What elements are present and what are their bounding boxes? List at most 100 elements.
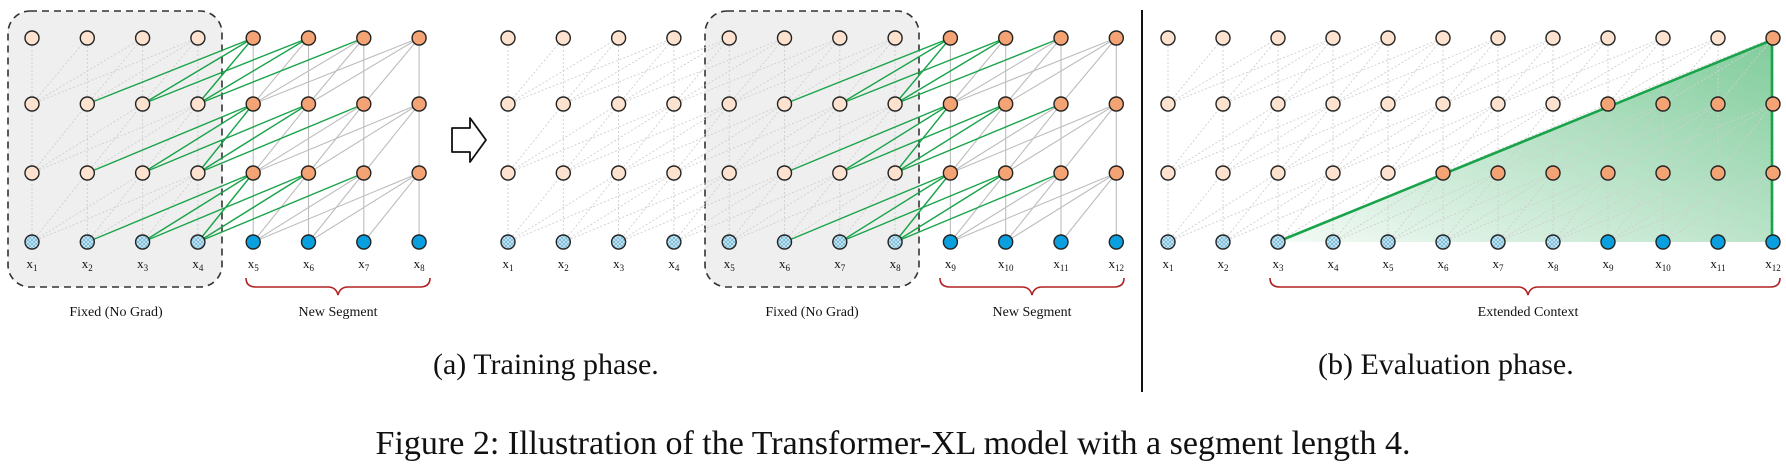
hidden-node [1108, 96, 1125, 112]
hidden-node [721, 165, 737, 181]
hidden-node [1765, 96, 1781, 112]
grey-edge [618, 172, 730, 243]
grey-edge [31, 172, 88, 243]
token-label: x4 [668, 256, 680, 273]
hidden-node [300, 165, 317, 181]
grey-edge [507, 172, 675, 243]
grey-edge [1497, 172, 1664, 243]
grey-edge [1442, 103, 1554, 174]
grey-edge [1167, 172, 1224, 243]
grey-edge [673, 172, 840, 243]
grey-edge [252, 37, 420, 105]
hidden-node [134, 165, 151, 181]
hidden-node [1710, 96, 1726, 112]
input-node [610, 234, 627, 250]
grey-edge [363, 103, 420, 174]
hidden-node [887, 165, 903, 181]
grey-edge [728, 172, 841, 243]
token-label: x8 [890, 256, 902, 273]
grey-edge [950, 172, 1062, 243]
extended-context-label: Extended Context [1478, 305, 1579, 320]
grey-edge [618, 103, 730, 174]
token-label: x5 [1383, 256, 1395, 273]
grey-edge [784, 103, 896, 174]
hidden-node [1325, 30, 1341, 46]
grey-edge [31, 103, 199, 174]
grey-edge [673, 103, 785, 174]
brace-new-segment-left [245, 277, 431, 296]
token-label: x2 [1218, 256, 1229, 273]
hidden-node [1600, 30, 1616, 46]
grey-edge [252, 172, 420, 243]
hidden-node [1380, 165, 1396, 181]
green-edge [839, 103, 1006, 174]
grey-edge [1332, 103, 1499, 174]
grey-edge [673, 37, 840, 105]
brace-new-segment-right [939, 277, 1125, 296]
hidden-node [1053, 165, 1069, 181]
grey-edge [1607, 103, 1719, 174]
token-label: x4 [1328, 256, 1340, 273]
hidden-node [190, 30, 206, 46]
green-edge [197, 37, 309, 105]
grey-edge [31, 103, 143, 174]
hidden-node [79, 165, 96, 181]
evaluation-caption: (b) Evaluation phase. [1318, 348, 1574, 381]
new-segment-label-right: New Segment [993, 305, 1072, 320]
grey-edge [1277, 37, 1389, 105]
grey-edge [1060, 103, 1117, 174]
grey-edge [507, 172, 619, 243]
grey-edge [1552, 37, 1664, 105]
grey-edge [729, 172, 896, 243]
grey-edge [308, 103, 420, 174]
grey-edge [1167, 103, 1279, 174]
hidden-node [1545, 165, 1561, 181]
hidden-node [500, 96, 516, 112]
token-label: x6 [303, 256, 315, 273]
hidden-node [1490, 96, 1506, 112]
hidden-node [998, 96, 1014, 112]
input-node [1765, 234, 1781, 250]
grey-edge [1497, 37, 1664, 105]
grey-edge [308, 172, 420, 243]
hidden-node [942, 30, 959, 46]
hidden-node [1270, 30, 1286, 46]
input-node [1490, 234, 1506, 250]
hidden-node [666, 96, 682, 112]
input-node [1710, 234, 1726, 250]
token-label: x6 [1438, 256, 1450, 273]
grey-edge [1607, 37, 1774, 105]
hidden-node [1545, 96, 1561, 112]
grey-edge [1005, 37, 1117, 105]
hidden-node [24, 30, 40, 46]
grey-edge [1277, 103, 1389, 174]
grey-edge [1717, 172, 1774, 243]
green-edge [197, 172, 365, 243]
grey-edge [507, 37, 619, 105]
hidden-node [1215, 165, 1231, 181]
grey-edge [1167, 103, 1224, 174]
hidden-node [411, 30, 427, 46]
grey-edge [1497, 103, 1664, 174]
input-node [998, 234, 1014, 250]
green-edge [784, 37, 951, 105]
grey-edge [1167, 172, 1334, 243]
grey-edge [1607, 103, 1774, 174]
grey-edge [563, 172, 675, 243]
right-outline-arrow-icon [451, 117, 487, 163]
hidden-node [300, 30, 317, 46]
hidden-node [1270, 96, 1286, 112]
green-edge [894, 103, 1062, 174]
grey-edge [1167, 37, 1279, 105]
hidden-node [1600, 96, 1616, 112]
new-segment-label-left: New Segment [299, 305, 378, 320]
grey-edge [1442, 37, 1554, 105]
hidden-node [134, 30, 151, 46]
grey-edge [1332, 172, 1499, 243]
hidden-node [1215, 30, 1231, 46]
grey-edge [1717, 103, 1774, 174]
token-label: x12 [1109, 256, 1125, 273]
token-label: x3 [613, 256, 625, 273]
hidden-node [245, 165, 261, 181]
